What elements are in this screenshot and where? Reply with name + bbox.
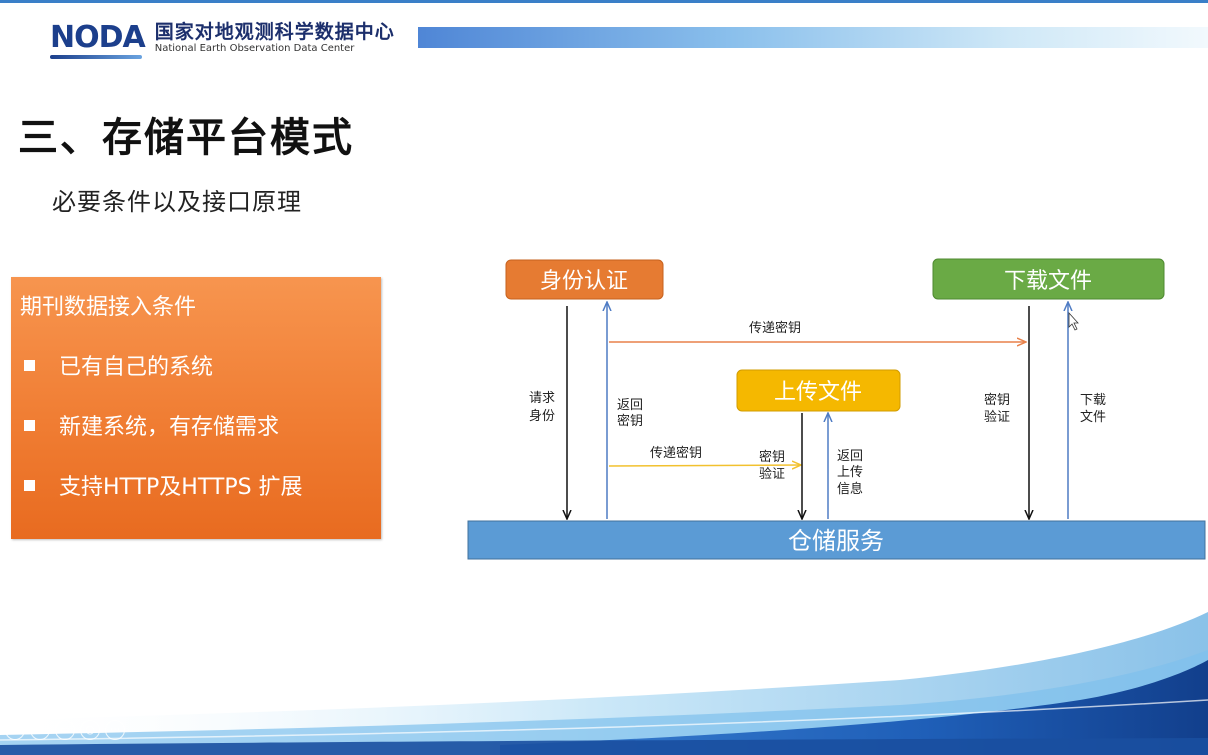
more-icon[interactable]: ··· <box>105 720 125 740</box>
request-identity-label-1: 请求 <box>529 391 555 406</box>
mouse-cursor-icon <box>1068 311 1079 331</box>
pass-key-top-label: 传递密钥 <box>749 320 801 336</box>
square-bullet-icon <box>24 479 35 491</box>
org-name-cn: 国家对地观测科学数据中心 <box>154 20 395 43</box>
identity-auth-label: 身份认证 <box>540 269 628 294</box>
upload-file-node <box>736 369 901 412</box>
storage-service-label: 仓储服务 <box>788 527 884 555</box>
header-gradient-bar <box>418 27 1208 48</box>
return-key-label-1: 返回 <box>617 398 643 413</box>
org-name: 国家对地观测科学数据中心 National Earth Observation … <box>155 22 395 55</box>
header-logo: NODA 国家对地观测科学数据中心 National Earth Observa… <box>50 18 395 59</box>
logo-swoosh <box>50 55 142 59</box>
download-file-arrow-label-1: 下载 <box>1080 393 1106 408</box>
screen-icon[interactable]: ▭ <box>55 720 75 740</box>
download-file-arrow-label-2: 文件 <box>1080 410 1106 425</box>
return-upload-info-label-2: 上传 <box>837 465 863 480</box>
square-bullet-icon <box>24 359 35 371</box>
condition-item: 支持HTTP及HTTPS 扩展 <box>24 469 303 501</box>
logo-mark-text: NODA <box>50 20 146 55</box>
key-verify-mid-label-1: 密钥 <box>759 449 785 465</box>
download-file-label: 下载文件 <box>1004 269 1092 294</box>
condition-item-label: 新建系统，有存储需求 <box>59 415 280 440</box>
square-bullet-icon <box>24 419 35 431</box>
return-key-label-2: 密钥 <box>617 413 643 429</box>
identity-auth-node <box>505 259 664 300</box>
key-verify-mid-label-2: 验证 <box>759 466 785 482</box>
condition-item-label: 已有自己的系统 <box>59 355 214 380</box>
conditions-title: 期刊数据接入条件 <box>20 295 197 320</box>
condition-item-label: 支持HTTP及HTTPS 扩展 <box>59 475 303 500</box>
slide-title: 三、存储平台模式 <box>18 115 354 161</box>
key-verify-right-label-2: 验证 <box>984 409 1010 425</box>
upload-file-label: 上传文件 <box>774 380 862 405</box>
key-verify-right-label-1: 密钥 <box>984 392 1010 408</box>
org-name-en: National Earth Observation Data Center <box>154 42 355 54</box>
bottom-wave-decoration <box>0 612 1208 755</box>
request-identity-label-2: 身份 <box>529 408 555 424</box>
return-upload-info-label-3: 信息 <box>837 481 863 497</box>
conditions-panel: 期刊数据接入条件 已有自己的系统 新建系统，有存储需求 支持HTTP及HTTPS… <box>11 277 381 539</box>
pass-key-mid-label: 传递密钥 <box>650 445 702 461</box>
slide-subtitle: 必要条件以及接口原理 <box>52 188 302 216</box>
top-accent-line <box>0 0 1208 3</box>
condition-item: 已有自己的系统 <box>24 349 213 381</box>
download-file-node <box>932 258 1165 300</box>
play-icon[interactable]: ▸ <box>5 720 25 740</box>
zoom-icon[interactable]: ○ <box>80 720 100 740</box>
storage-service-node <box>467 520 1206 560</box>
condition-item: 新建系统，有存储需求 <box>24 409 279 441</box>
slideshow-toolbar: ▸ ⁄ ▭ ○ ··· <box>0 715 170 745</box>
return-upload-info-label-1: 返回 <box>837 449 863 464</box>
pen-icon[interactable]: ⁄ <box>30 720 50 740</box>
noda-logo-mark: NODA <box>50 20 146 59</box>
pass-key-mid-arrow <box>608 465 800 466</box>
